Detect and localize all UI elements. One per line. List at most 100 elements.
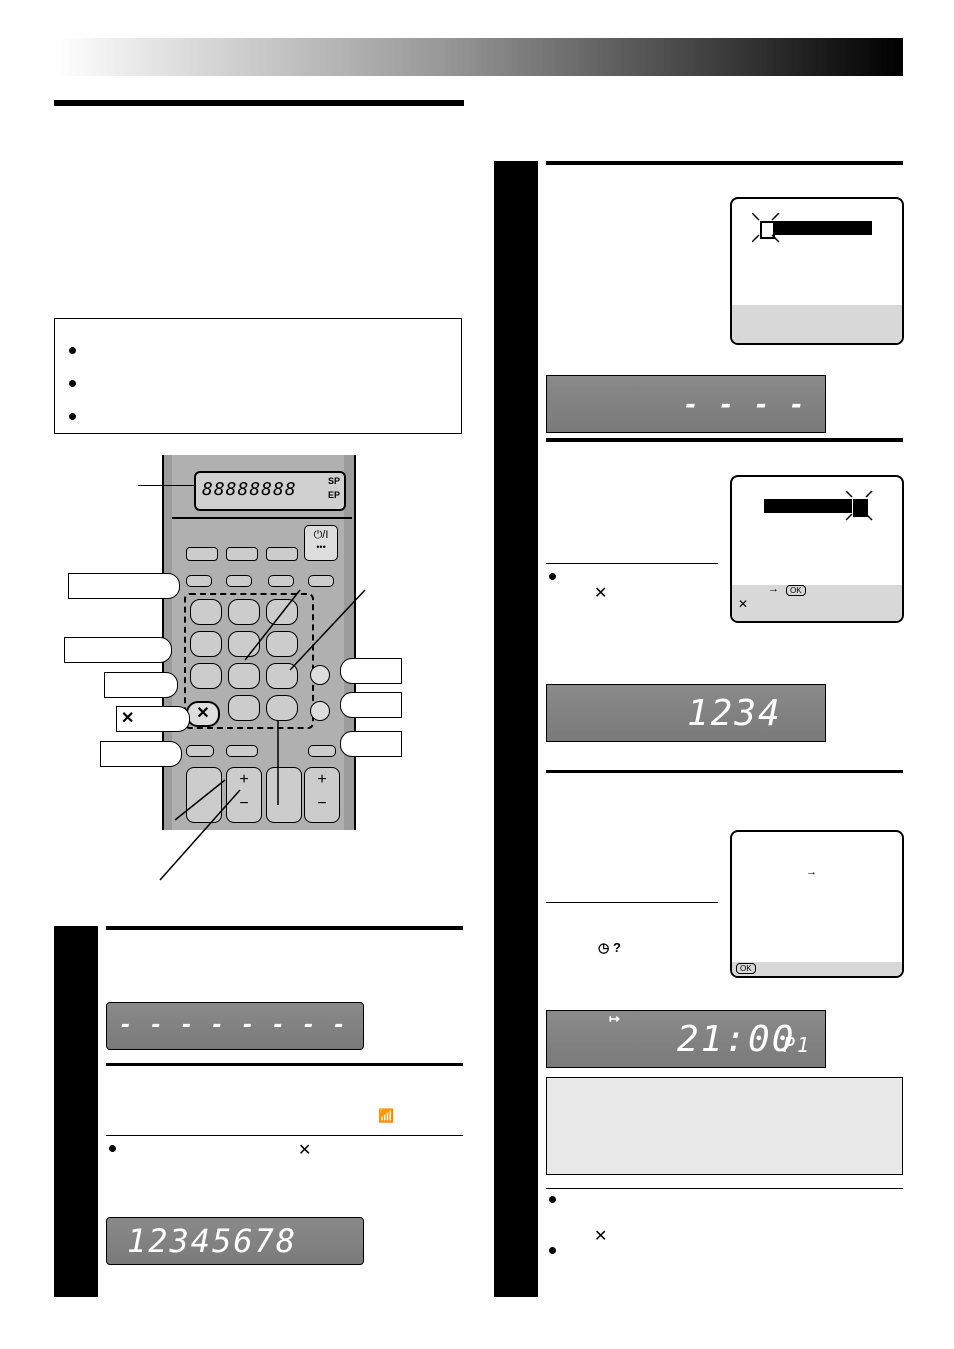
x-icon: ✕ [738,597,749,611]
clock-question-icon: ◷ ? [598,940,621,955]
info-box [546,1077,903,1175]
antenna-icon: 📶 [378,1108,395,1123]
remote-lcd-sp: SP [327,476,340,486]
rocker[interactable] [266,767,302,823]
osd-screen-3: → OK [730,830,904,978]
right-note-rule-2 [546,902,718,903]
remote-button[interactable] [268,575,294,587]
timer-button[interactable] [310,701,330,721]
right-step-rule-3 [546,770,903,773]
right-bottom-bullet [549,1247,556,1254]
remote-button[interactable] [308,745,336,757]
diagonal-hands [159,589,366,881]
hand-pointer [100,741,182,767]
num-key[interactable] [190,599,222,625]
note-bullet [69,413,76,420]
right-step-rule-1 [546,161,903,165]
dots-label: ••• [316,542,326,552]
hand-pointer [104,672,178,698]
ok-icon: OK [736,963,756,974]
rocker-plus-minus[interactable]: +− [304,767,340,823]
header-bar [54,38,903,76]
remote-button[interactable] [226,575,252,587]
osd-screen-2: → OK ✕ [730,475,904,623]
ok-key[interactable] [266,695,298,721]
x-icon: ✕ [298,1142,312,1159]
right-note-bullet [549,573,556,580]
hand-pointer [340,731,402,757]
right-bottom-bullet [549,1196,556,1203]
right-lcd-3-time: 21:00 [677,1019,796,1060]
osd2-cursor [853,499,868,517]
blink-icon [752,213,780,243]
notes-box [54,318,462,434]
left-lcd-1-text: - - - - - - - - [119,1013,348,1038]
right-bottom-rule [546,1188,903,1189]
num-key[interactable] [228,599,260,625]
hand-pointer-timer [340,692,402,718]
rocker[interactable] [186,767,222,823]
remote-lcd-ep: EP [327,490,340,500]
right-lcd-1: - - - - [546,375,826,433]
remote-button[interactable] [308,575,334,587]
osd1-footer [732,305,902,343]
power-button[interactable]: ⏻/I ••• [304,525,338,561]
power-icon: ⏻/I [313,529,329,541]
left-lcd-2: 12345678 [106,1217,364,1265]
left-lcd-1: - - - - - - - - [106,1002,364,1050]
hand-pointer-antenna [340,658,402,684]
left-step-rule-2 [106,1063,463,1066]
right-note-rule [546,563,718,564]
osd-screen-1 [730,197,904,345]
hand-pointer-cancel: ✕ [116,706,190,732]
remote-button[interactable] [266,547,298,561]
rocker-plus-minus[interactable]: +− [226,767,262,823]
right-lcd-3: ↦ 21:00 P1 [546,1010,826,1068]
remote-button[interactable] [186,547,218,561]
osd2-footer: → OK ✕ [732,583,902,621]
hand-pointer [64,637,172,663]
x-icon: ✕ [594,1228,608,1245]
antenna-button[interactable] [310,665,330,685]
arrow-icon: → [768,583,779,595]
remote-button[interactable] [186,575,212,587]
left-step-rule-3 [106,1135,463,1136]
num-key[interactable] [266,631,298,657]
num-key[interactable] [228,631,260,657]
clock-question-button[interactable] [226,745,258,757]
remote-button[interactable] [186,745,214,757]
right-lcd-3-suffix: P1 [783,1033,812,1057]
ok-icon: OK [786,585,806,596]
hand-pointer [68,573,180,599]
lcd-callout-line [138,485,194,486]
left-note-bullet [109,1145,116,1152]
num-key[interactable] [190,663,222,689]
section-title-rule [54,100,464,106]
right-step-tab [494,161,538,1297]
blink-icon [845,491,873,521]
x-icon: ✕ [121,710,135,727]
right-lcd-1-text: - - - - [683,390,807,420]
remote-lcd: 88888888 SP EP [194,471,346,511]
osd1-cursor [760,221,775,239]
remote-lcd-digits: 88888888 [202,479,297,500]
arrow-icon: → [806,866,817,878]
num-key[interactable] [228,663,260,689]
number-pad [184,593,314,729]
num-key[interactable] [190,631,222,657]
left-step-tab [54,926,98,1297]
right-step-rule-2 [546,438,903,442]
x-icon: ✕ [594,585,608,602]
program-marker-icon: ↦ [609,1011,620,1026]
right-lcd-2-text: 1234 [687,693,782,734]
osd1-highlight-bar [772,221,872,235]
note-bullet [69,347,76,354]
left-step-rule [106,926,463,930]
right-lcd-2: 1234 [546,684,826,742]
remote-button[interactable] [226,547,258,561]
left-lcd-2-text: 12345678 [127,1222,298,1260]
cancel-button[interactable]: ✕ [186,701,220,727]
num-key[interactable] [228,695,260,721]
osd3-footer: OK [732,962,902,976]
osd2-highlight-bar [764,499,852,513]
